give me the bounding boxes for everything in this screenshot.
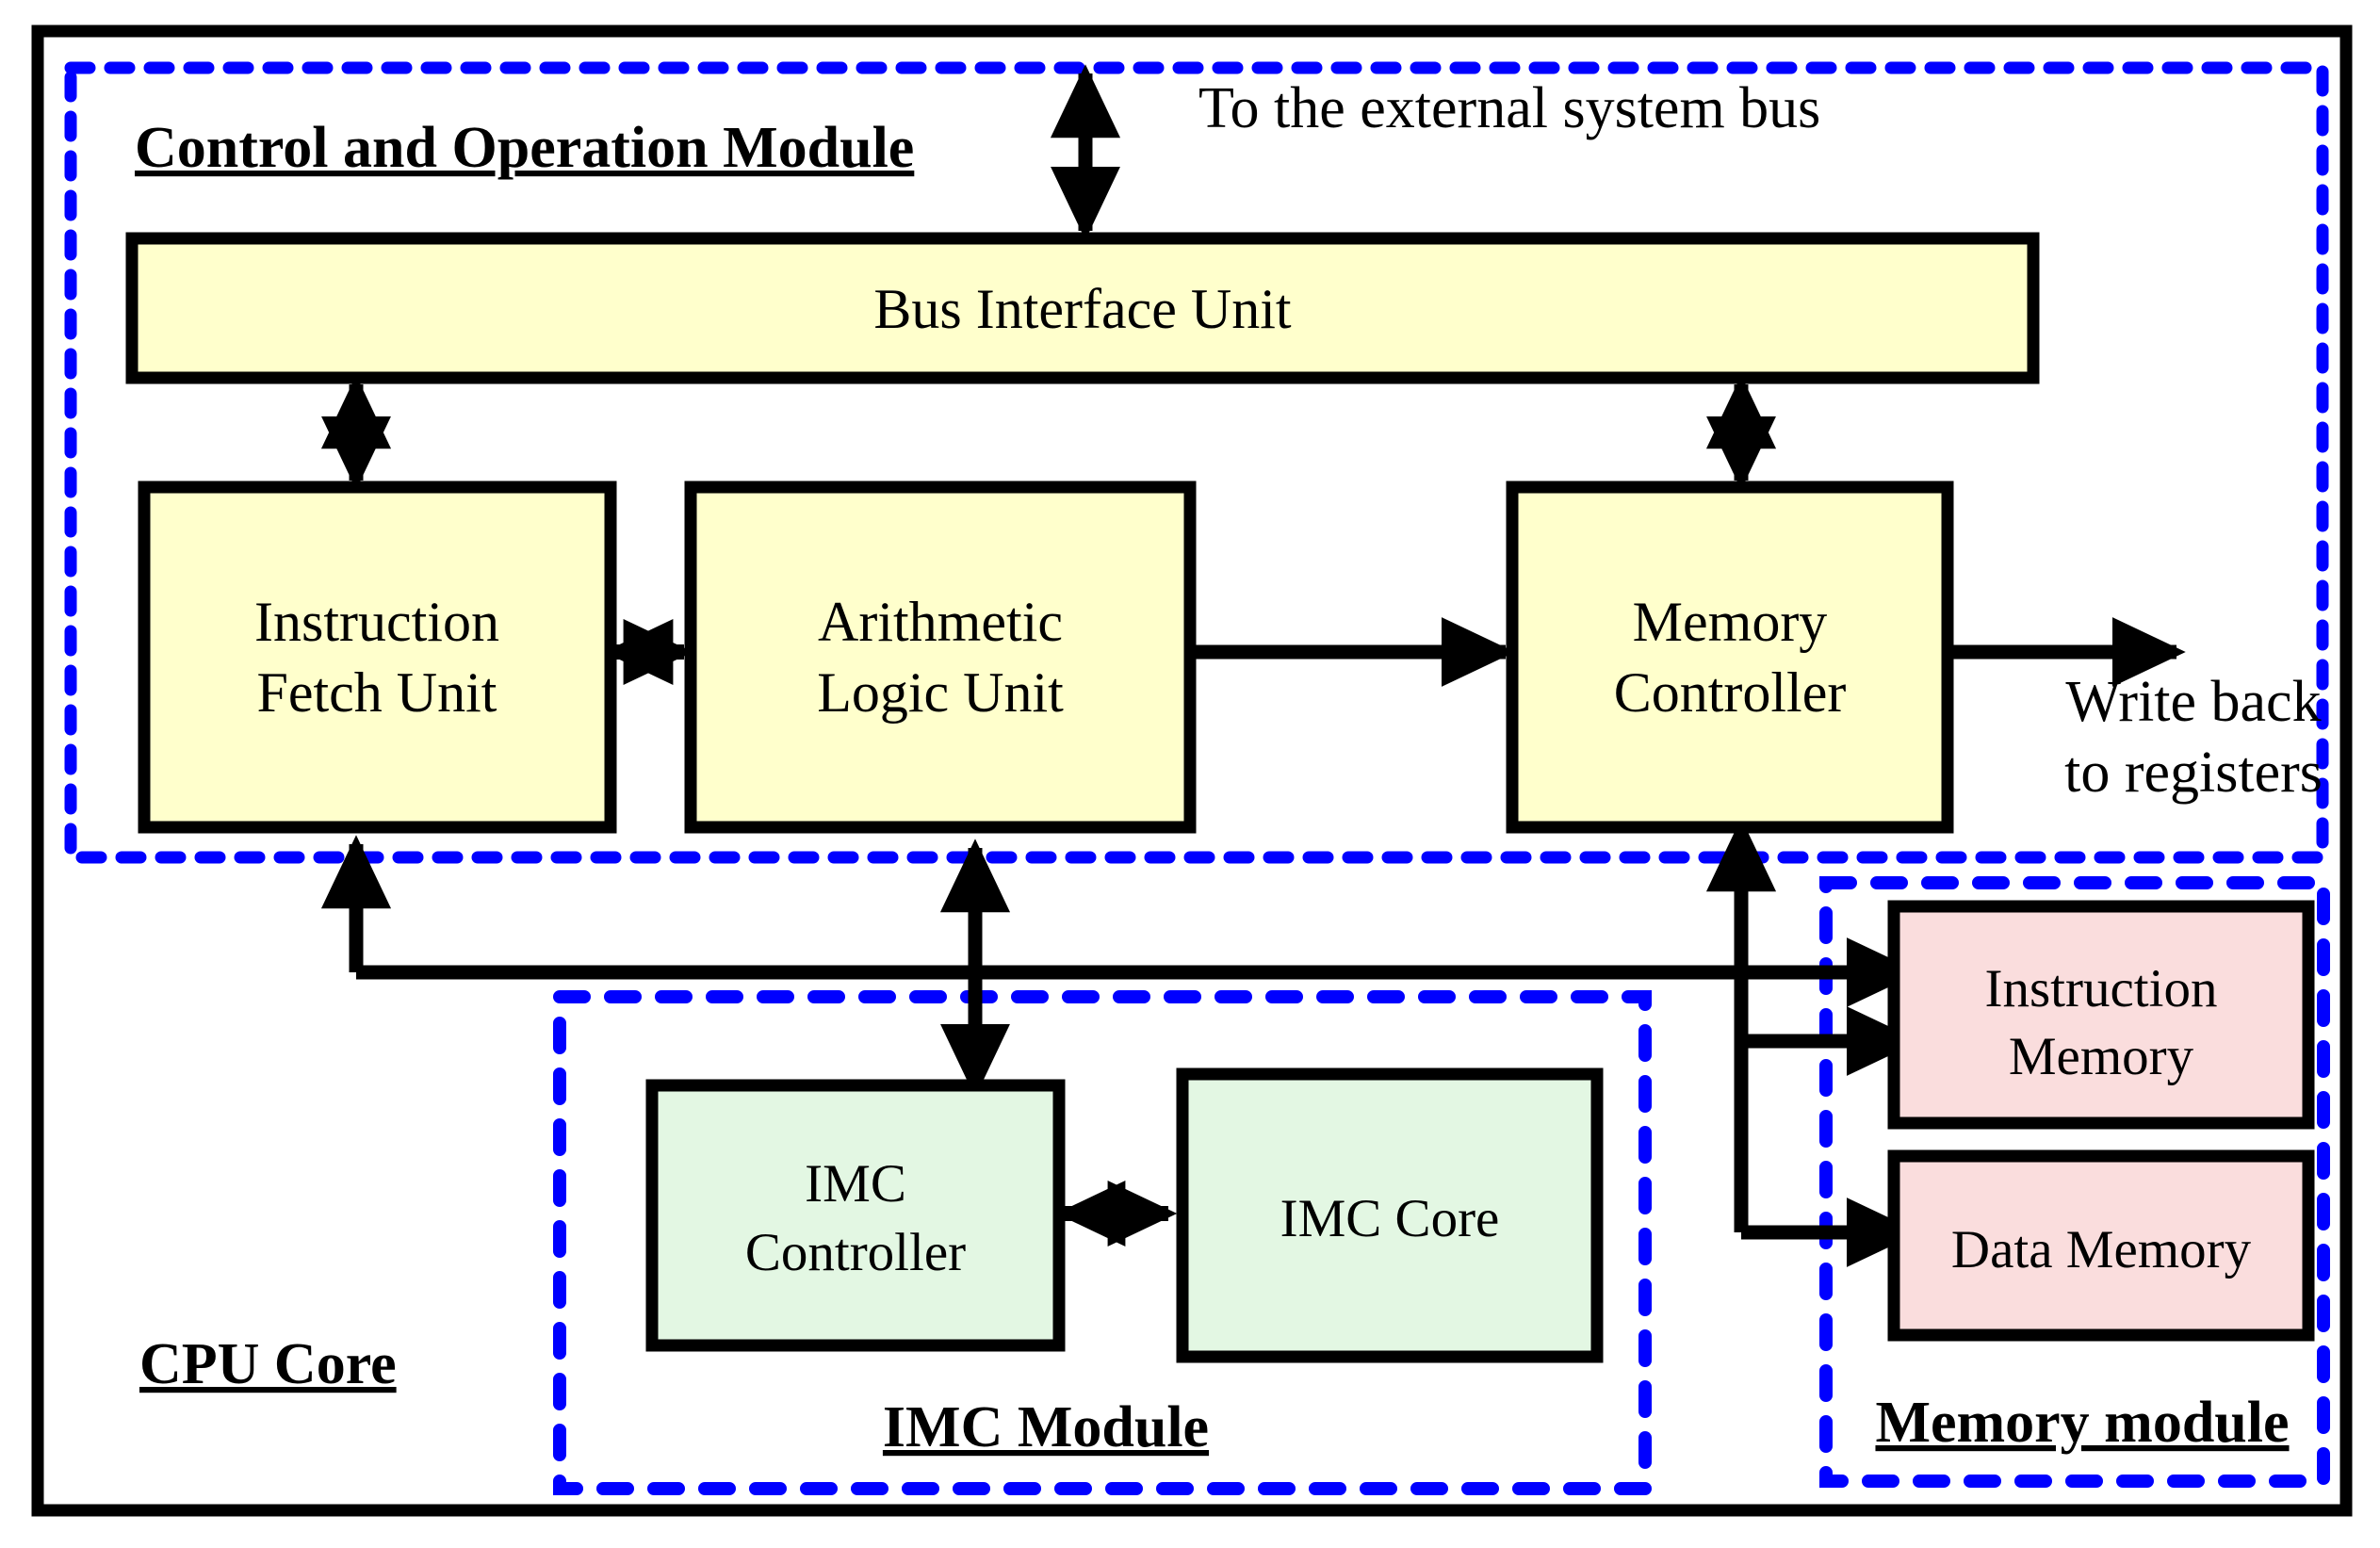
block-instruction-fetch-unit[interactable]: Instruction Fetch Unit [138, 481, 617, 834]
block-label-imc-controller-line1: IMC [805, 1154, 906, 1214]
block-label-bus-interface-unit: Bus Interface Unit [873, 278, 1292, 340]
group-label-memory-module: Memory module [1875, 1391, 2289, 1455]
block-label-instruction-fetch-unit-line1: Instruction [254, 591, 499, 653]
imc-module-boundary [553, 990, 1652, 1495]
block-label-imc-controller-line2: Controller [745, 1223, 966, 1282]
block-label-instruction-memory-line1: Instruction [1985, 959, 2218, 1018]
block-data-memory[interactable]: Data Memory [1887, 1149, 2315, 1342]
block-label-data-memory: Data Memory [1951, 1220, 2252, 1279]
memory-module-boundary [1819, 876, 2330, 1488]
group-label-imc-module: IMC Module [883, 1395, 1209, 1459]
cpu-core-boundary [31, 24, 2353, 1517]
block-label-imc-core: IMC Core [1280, 1189, 1500, 1248]
block-imc-controller[interactable]: IMC Controller [645, 1079, 1066, 1352]
block-instruction-memory[interactable]: Instruction Memory [1887, 900, 2315, 1130]
block-label-memory-controller-line2: Controller [1614, 661, 1847, 724]
block-bus-interface-unit[interactable]: Bus Interface Unit [125, 232, 2040, 384]
annotation-write-back-line1: Write back [2065, 670, 2321, 734]
block-memory-controller[interactable]: Memory Controller [1506, 481, 1954, 834]
block-label-arithmetic-logic-unit-line2: Logic Unit [817, 661, 1064, 724]
block-label-instruction-memory-line2: Memory [2009, 1027, 2194, 1086]
annotation-external-system-bus: To the external system bus [1198, 76, 1820, 140]
annotation-write-back-line2: to registers [2064, 741, 2323, 805]
block-imc-core[interactable]: IMC Core [1176, 1067, 1604, 1363]
group-label-control-and-operation-module: Control and Operation Module [135, 116, 914, 180]
block-label-arithmetic-logic-unit-line1: Arithmetic [818, 591, 1063, 653]
block-label-instruction-fetch-unit-line2: Fetch Unit [257, 661, 497, 724]
block-label-memory-controller-line1: Memory [1633, 591, 1828, 653]
control-and-operation-module-boundary [64, 61, 2329, 864]
group-label-cpu-core: CPU Core [139, 1332, 397, 1396]
block-arithmetic-logic-unit[interactable]: Arithmetic Logic Unit [684, 481, 1197, 834]
